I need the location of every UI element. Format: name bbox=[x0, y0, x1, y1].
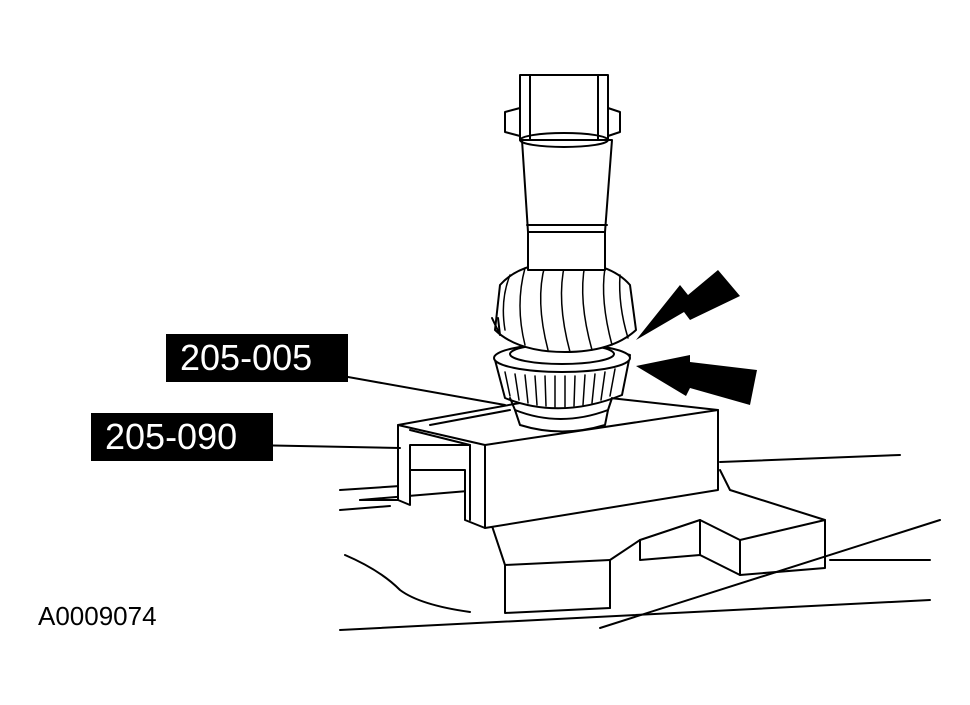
callout-205-090: 205-090 bbox=[91, 413, 273, 461]
pinion-gear bbox=[491, 261, 637, 353]
arrow-icon bbox=[636, 270, 740, 340]
callout-205-005: 205-005 bbox=[166, 334, 348, 382]
figure-id: A0009074 bbox=[38, 601, 157, 631]
arrow-icon bbox=[636, 355, 757, 405]
press-blocks bbox=[359, 469, 826, 614]
workbench bbox=[339, 454, 941, 631]
bearing-plate-205-090 bbox=[397, 397, 719, 529]
press-ram bbox=[504, 74, 621, 271]
tapered-bearing bbox=[493, 343, 631, 433]
leader-line-205-005 bbox=[319, 371, 506, 406]
